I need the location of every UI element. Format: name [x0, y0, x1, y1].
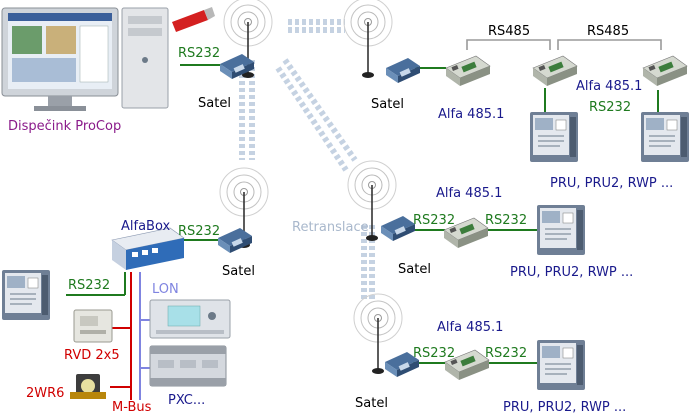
rs232-label: RS232	[589, 100, 632, 115]
pxc-device-icon	[149, 345, 227, 387]
alfabox-label: AlfaBox	[121, 219, 171, 234]
controller-label: PRU, PRU2, RWP ...	[550, 176, 674, 191]
usb-dongle-icon	[172, 7, 215, 32]
retranslace-label: Retranslace	[292, 220, 369, 235]
controller-label: PRU, PRU2, RWP ...	[503, 400, 627, 415]
alfa-label: Alfa 485.1	[576, 79, 643, 94]
lon-lines	[139, 272, 150, 400]
lon-device-icon	[149, 299, 231, 339]
rs232-label: RS232	[178, 46, 221, 61]
rs485-bus	[466, 39, 662, 50]
alfa-label: Alfa 485.1	[438, 107, 505, 122]
satel-label: Satel	[198, 96, 231, 111]
rs232-label: RS232	[485, 346, 528, 361]
dispatch-label: Dispečink ProCop	[8, 119, 122, 134]
rs485-label: RS485	[587, 24, 630, 39]
antenna-icon	[343, 0, 393, 79]
satel-modem-icon	[386, 58, 420, 83]
meter-icon	[70, 374, 106, 399]
controller-panel-icon	[536, 339, 586, 391]
rvd-label: RVD 2x5	[64, 348, 120, 363]
alfabox-icon	[111, 227, 185, 270]
lon-label: LON	[152, 282, 179, 297]
controller-label: PRU, PRU2, RWP ...	[510, 265, 634, 280]
satel-label: Satel	[222, 264, 255, 279]
alfa-module-icon	[532, 55, 578, 87]
rvd-device-icon	[73, 309, 113, 343]
controller-panel-icon	[536, 204, 586, 256]
mbus-lines	[110, 272, 132, 400]
meter-label: 2WR6	[26, 386, 65, 401]
rs232-label: RS232	[178, 224, 221, 239]
rs232-links	[66, 64, 659, 364]
controller-panel-icon	[1, 269, 51, 321]
satel-label: Satel	[371, 97, 404, 112]
alfa-module-icon	[642, 55, 688, 87]
controller-panel-icon	[640, 111, 690, 163]
rs232-label: RS232	[485, 213, 528, 228]
alfa-label: Alfa 485.1	[436, 186, 503, 201]
relay-paths	[239, 19, 375, 300]
computer-icon	[1, 7, 169, 111]
satel-label: Satel	[355, 396, 388, 411]
alfa-module-icon	[445, 55, 491, 87]
satel-modem-icon	[218, 228, 252, 253]
rs485-label: RS485	[488, 24, 531, 39]
pxc-label: PXC...	[168, 393, 206, 408]
controller-panel-icon	[529, 111, 579, 163]
rs232-label: RS232	[68, 278, 111, 293]
satel-label: Satel	[398, 262, 431, 277]
mbus-label: M-Bus	[112, 400, 152, 415]
alfa-label: Alfa 485.1	[437, 320, 504, 335]
rs232-label: RS232	[413, 346, 456, 361]
satel-modem-icon	[381, 216, 415, 241]
rs232-label: RS232	[413, 213, 456, 228]
